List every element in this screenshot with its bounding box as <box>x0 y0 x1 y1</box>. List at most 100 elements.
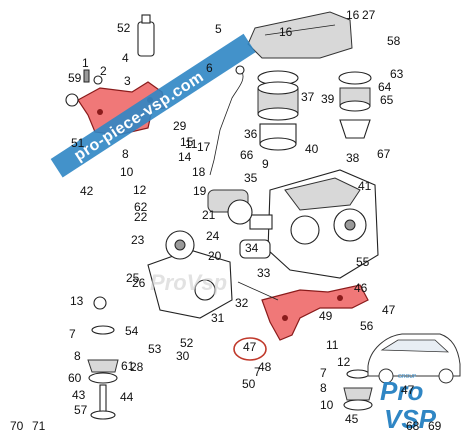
callout-label: 24 <box>206 229 220 243</box>
callout-label: 48 <box>258 360 272 374</box>
callout-label: 52 <box>180 336 194 350</box>
callout-label: 16 <box>279 25 293 39</box>
callout-label: 25 <box>126 271 140 285</box>
callout-label: 44 <box>120 390 134 404</box>
callout-label: 11 <box>185 137 198 151</box>
callout-label: 7 <box>69 327 76 341</box>
callout-label: 28 <box>130 360 144 374</box>
callout-label: 58 <box>387 34 401 48</box>
callout-label: 47 <box>243 340 257 354</box>
callout-label: 21 <box>202 208 216 222</box>
callout-label: 10 <box>320 398 334 412</box>
callout-label: 7 <box>254 365 261 379</box>
dipstick-part <box>209 65 245 176</box>
callout-label: 33 <box>257 266 271 280</box>
callout-label: 54 <box>125 324 139 338</box>
callout-label: 2 <box>100 64 107 78</box>
callout-label: 4 <box>122 51 129 65</box>
left-mount-part <box>87 296 119 420</box>
callout-label: 63 <box>390 67 404 81</box>
callout-label: 66 <box>240 148 254 162</box>
brand-vsp-text: VSP <box>384 404 437 434</box>
callout-label: 35 <box>244 171 258 185</box>
callout-label: 68 <box>406 419 420 433</box>
callout-label: 38 <box>346 151 360 165</box>
callout-label: 30 <box>176 349 190 363</box>
callout-label: 13 <box>70 294 84 308</box>
callout-label: 6 <box>206 61 213 75</box>
callout-label: 23 <box>131 233 145 247</box>
callout-label: 65 <box>380 93 394 107</box>
ghost-watermark-text: ProVsp <box>150 270 227 295</box>
callout-label: 8 <box>74 349 81 363</box>
callout-label: 8 <box>122 147 129 161</box>
callout-label: 9 <box>262 157 269 171</box>
callout-label: 47 <box>382 303 396 317</box>
callout-label: 36 <box>244 127 258 141</box>
callout-label: 12 <box>337 355 351 369</box>
callout-label: 53 <box>148 342 162 356</box>
brand-group-text: GROUP <box>398 374 417 380</box>
callout-label: 62 <box>134 200 148 214</box>
highlight-ring <box>233 337 267 361</box>
brand-logo: GROUP Pro VSP <box>380 374 437 434</box>
callout-label: 27 <box>362 8 376 22</box>
bolt-part-1 <box>65 69 103 107</box>
callout-label: 67 <box>377 147 391 161</box>
callout-label: 71 <box>32 419 46 433</box>
callout-label: 57 <box>74 403 88 417</box>
gearbox-part <box>147 230 233 319</box>
callout-label: 29 <box>173 119 187 133</box>
callout-label: 69 <box>428 419 442 433</box>
callout-label: 7 <box>320 366 327 380</box>
callout-label: 16 <box>346 8 360 22</box>
bottle-part <box>137 14 155 57</box>
callout-label: 3 <box>124 74 131 88</box>
callout-label: 12 <box>133 183 147 197</box>
right-filter-assembly-part <box>338 71 372 139</box>
callout-label: 10 <box>120 165 134 179</box>
callout-label: 26 <box>132 276 146 290</box>
engine-cover-part <box>247 11 353 59</box>
air-filter-part <box>257 70 299 151</box>
callout-label: 34 <box>245 241 259 255</box>
callout-label: 40 <box>305 142 319 156</box>
callout-label: 46 <box>354 281 368 295</box>
callout-label: 49 <box>319 309 333 323</box>
callout-label: 60 <box>68 371 82 385</box>
callout-label: 19 <box>193 184 207 198</box>
callout-label: 20 <box>208 249 222 263</box>
callout-label: 15 <box>180 135 194 149</box>
callout-label: 39 <box>321 92 335 106</box>
shaft-part <box>237 281 279 301</box>
callout-label: 50 <box>242 377 256 391</box>
callout-label: 37 <box>301 90 315 104</box>
pump-part <box>207 189 271 259</box>
callout-label: 32 <box>235 296 249 310</box>
callout-label: 64 <box>378 80 392 94</box>
callout-label: 52 <box>117 21 131 35</box>
callout-label: 55 <box>356 255 370 269</box>
callout-label: 18 <box>192 165 206 179</box>
engine-mount-red-part <box>261 284 369 341</box>
callout-label: 17 <box>197 140 211 154</box>
callout-label: 43 <box>72 388 86 402</box>
callout-label: 56 <box>360 319 374 333</box>
callout-label: 22 <box>134 210 148 224</box>
callout-label: 11 <box>326 338 339 352</box>
callout-label: 1 <box>82 56 89 70</box>
brand-pro-text: Pro <box>380 376 423 406</box>
callout-label: 45 <box>345 412 359 426</box>
callout-label: 51 <box>71 136 85 150</box>
callout-label: 59 <box>68 71 82 85</box>
callout-label: 8 <box>320 381 327 395</box>
callout-label: 41 <box>358 179 372 193</box>
callout-label: 61 <box>121 359 135 373</box>
callout-label: 31 <box>211 311 225 325</box>
callout-label: 14 <box>178 150 192 164</box>
callout-label: 5 <box>215 22 222 36</box>
engine-block-part <box>249 169 379 279</box>
